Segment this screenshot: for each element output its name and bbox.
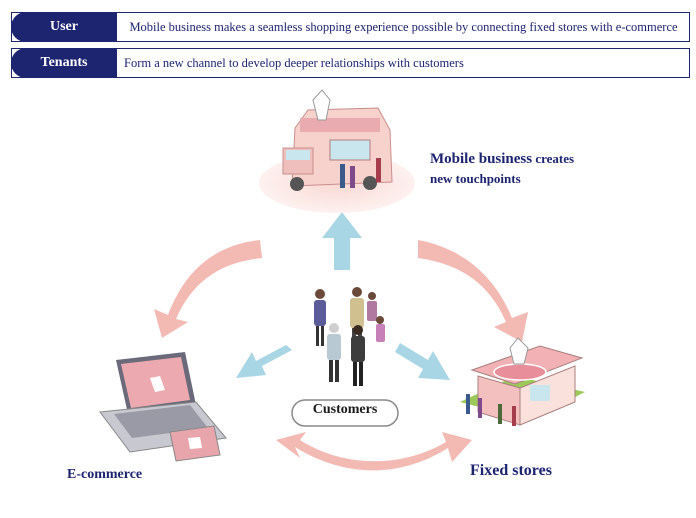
user-description: Mobile business makes a seamless shoppin… (129, 20, 678, 34)
laptop-illustration (99, 352, 227, 462)
user-label: User (11, 12, 117, 42)
arrow-mobile-to-fixed (418, 240, 528, 342)
arrow-to-mobile (322, 212, 362, 270)
customer-arrows (236, 212, 450, 380)
arrow-mobile-to-ecommerce (154, 240, 262, 338)
ecommerce-label: E-commerce (67, 467, 143, 482)
customers-label: Customers (312, 402, 378, 417)
tenants-row: Tenants Form a new channel to develop de… (11, 48, 690, 78)
user-row: User Mobile business makes a seamless sh… (11, 12, 690, 42)
mobile-business-title: Mobile business (430, 151, 533, 167)
arrow-to-ecommerce (236, 345, 292, 378)
customers-group-illustration (314, 287, 385, 386)
mobile-business-label: Mobile business creates new touchpoints (430, 149, 574, 189)
cycle-arrows (154, 240, 528, 471)
fixed-stores-label: Fixed stores (470, 462, 552, 479)
tenants-description: Form a new channel to develop deeper rel… (124, 56, 464, 70)
customers-pill (291, 399, 399, 427)
tenants-label: Tenants (11, 48, 117, 78)
food-truck-illustration (259, 89, 415, 213)
mobile-business-line2: new touchpoints (430, 171, 521, 186)
store-illustration (460, 337, 585, 426)
arrow-to-fixed (395, 343, 450, 380)
arrow-ecommerce-fixed (276, 432, 472, 471)
mobile-business-rest: creates (532, 151, 575, 166)
